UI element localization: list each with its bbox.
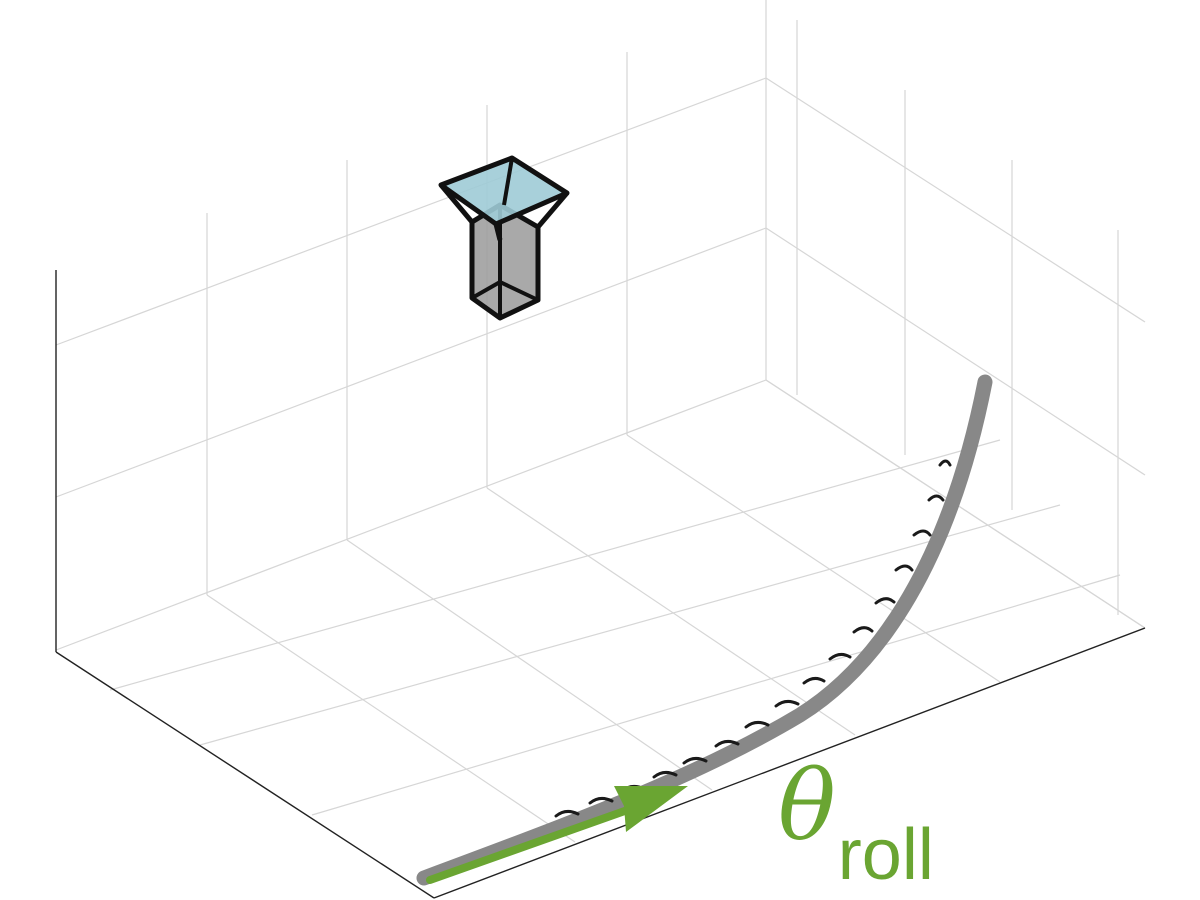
back-wall-grid xyxy=(765,0,1146,629)
tick-mark xyxy=(938,459,952,467)
trajectory-ticks xyxy=(554,459,952,818)
theta-symbol: θ xyxy=(778,750,836,862)
trajectory xyxy=(416,374,993,886)
tick-mark xyxy=(912,529,932,537)
tick-mark xyxy=(874,597,896,605)
tick-mark xyxy=(652,770,678,779)
tick-mark xyxy=(802,676,826,685)
tick-mark xyxy=(588,796,614,805)
theta-roll-label: θroll xyxy=(778,750,934,891)
tick-mark xyxy=(744,720,770,729)
left-wall-grid xyxy=(55,52,767,651)
tick-mark xyxy=(714,739,740,748)
roll-subscript: roll xyxy=(837,815,934,895)
tick-mark xyxy=(828,652,852,661)
axes xyxy=(55,270,1146,899)
camera-frustum-icon xyxy=(438,155,570,321)
tick-mark xyxy=(682,756,708,765)
tick-mark xyxy=(554,809,580,818)
tick-mark xyxy=(852,626,874,634)
floor-grid xyxy=(109,379,1146,843)
tick-mark xyxy=(927,494,945,502)
roll-direction-arrow-icon xyxy=(426,786,688,884)
tick-mark xyxy=(894,564,914,572)
trajectory-path xyxy=(416,374,993,886)
tick-mark xyxy=(774,699,800,708)
